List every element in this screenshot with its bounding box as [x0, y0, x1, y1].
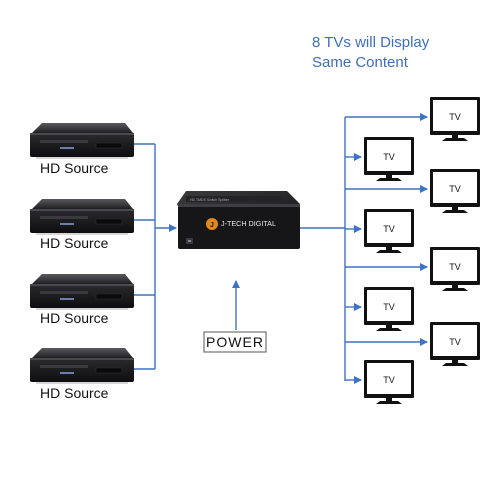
tv-display: TV [364, 287, 414, 331]
tv-label: TV [383, 302, 395, 312]
source-connectors [133, 143, 177, 370]
tv-label: TV [383, 375, 395, 385]
switch-splitter-device: HD TMDS Switch Splitter J J-TECH DIGITAL [177, 191, 300, 249]
power-box: POWER [203, 331, 267, 353]
tv-label: TV [383, 152, 395, 162]
tv-displays: TV TV TV TV TV TV TV TV [364, 97, 480, 404]
diagram-caption: 8 TVs will Display Same Content [312, 33, 482, 73]
tv-label: TV [449, 262, 461, 272]
caption-line-1: 8 TVs will Display [312, 34, 430, 51]
tv-label: TV [449, 112, 461, 122]
brand-logo-icon [206, 218, 218, 230]
tv-label: TV [449, 337, 461, 347]
tv-display: TV [430, 322, 480, 366]
tv-label: TV [449, 184, 461, 194]
source-label: HD Source [40, 235, 109, 251]
tv-connectors [300, 113, 428, 384]
tv-label: TV [383, 224, 395, 234]
power-label: POWER [206, 334, 264, 350]
switch-small-label: HD TMDS Switch Splitter [190, 198, 230, 202]
source-label: HD Source [40, 160, 109, 176]
tv-display: TV [364, 209, 414, 253]
source-device: HD Source [30, 348, 134, 401]
switch-brand-label: J-TECH DIGITAL [221, 219, 276, 228]
source-device: HD Source [30, 199, 134, 251]
source-devices: HD Source HD Source HD Source HD Source [30, 123, 134, 401]
tv-display: TV [364, 360, 414, 404]
caption-line-2: Same Content [312, 54, 408, 71]
source-device: HD Source [30, 123, 134, 176]
source-label: HD Source [40, 310, 109, 326]
tv-display: TV [430, 97, 480, 141]
tv-display: TV [364, 137, 414, 181]
source-label: HD Source [40, 385, 109, 401]
tv-display: TV [430, 169, 480, 213]
svg-text:J: J [210, 222, 214, 229]
tv-display: TV [430, 247, 480, 291]
source-device: HD Source [30, 274, 134, 326]
